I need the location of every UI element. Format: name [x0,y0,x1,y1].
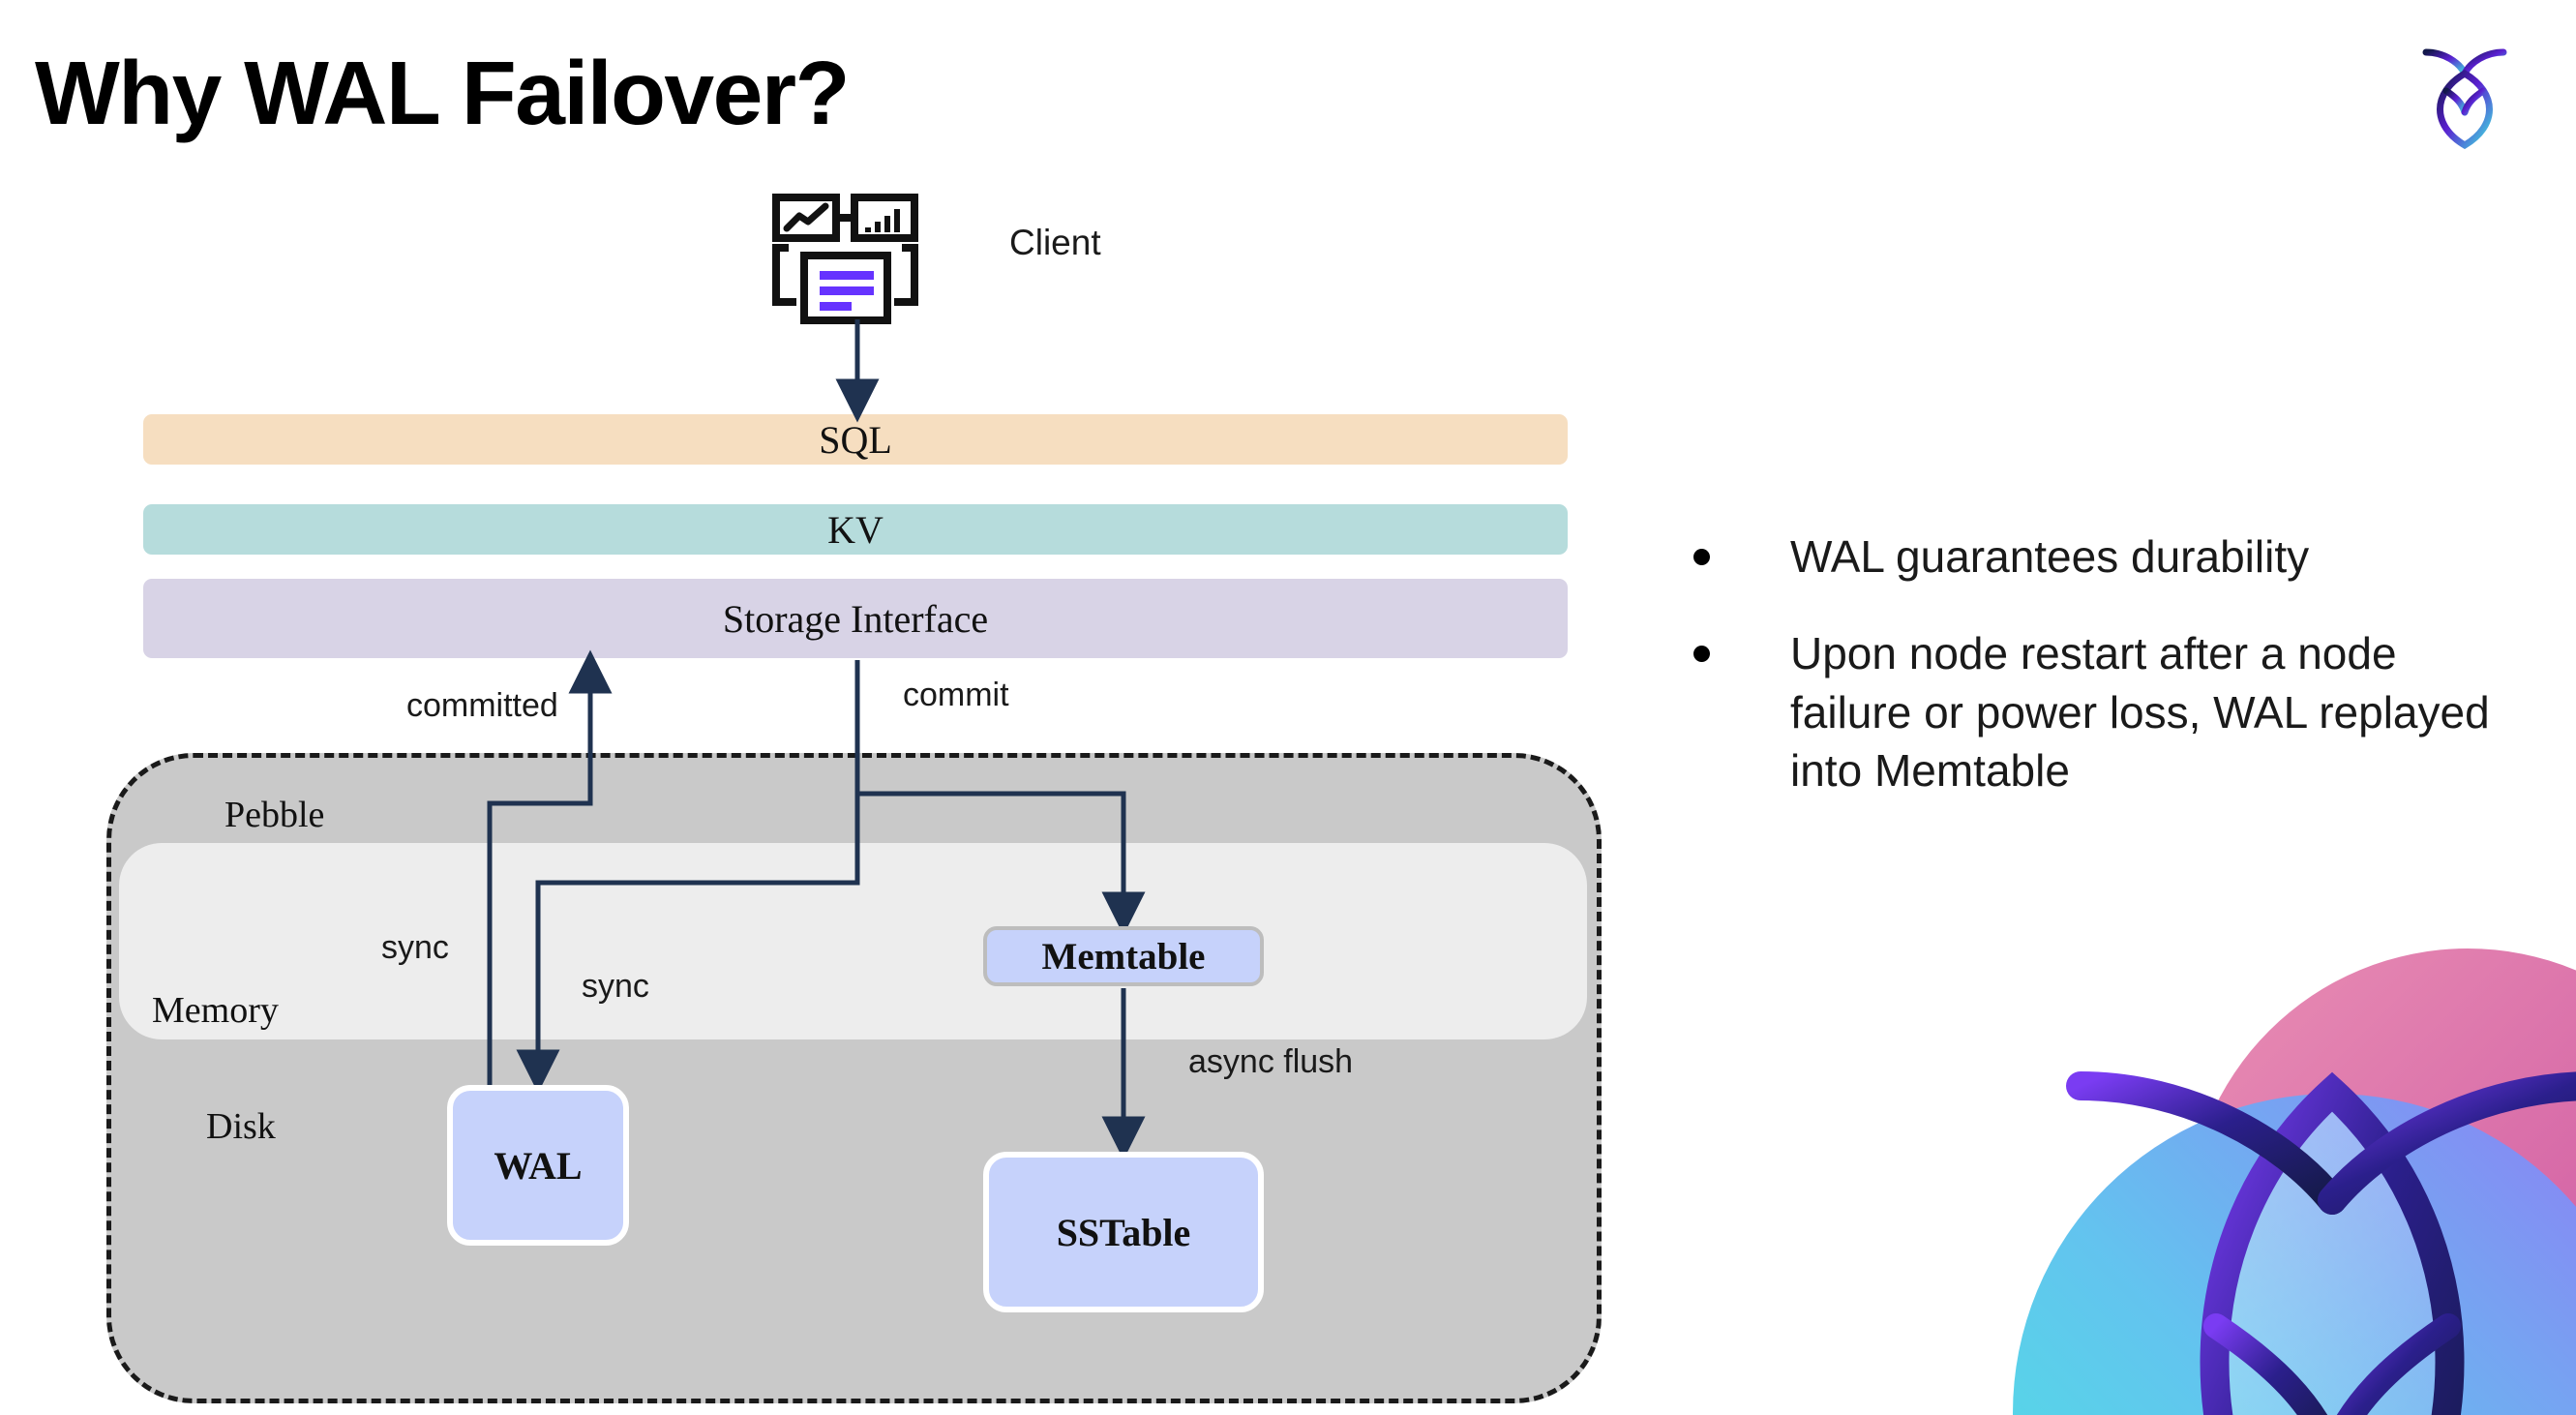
layer-bar-storage-interface: Storage Interface [143,579,1568,658]
node-label-memtable: Memtable [1041,935,1206,978]
edge-label-commit: commit [903,677,1009,713]
decorative-corner-artwork [2013,948,2576,1415]
page-title: Why WAL Failover? [35,43,850,143]
edge-label-async-flush: async flush [1188,1043,1354,1080]
layer-label-storage-interface: Storage Interface [722,596,989,641]
node-wal: WAL [447,1085,629,1246]
cockroachdb-logo-icon [2422,48,2507,149]
pebble-label: Pebble [225,795,325,835]
disk-label: Disk [206,1106,276,1147]
bullet-dot-icon [1693,646,1710,663]
list-item: Upon node restart after a node failure o… [1693,624,2516,799]
edge-label-sync-2: sync [582,968,649,1005]
node-label-wal: WAL [494,1143,583,1188]
edge-label-committed: committed [406,687,558,724]
node-label-sstable: SSTable [1056,1210,1191,1254]
layer-label-sql: SQL [819,417,892,462]
memory-region [119,843,1587,1039]
bullet-text: WAL guarantees durability [1790,531,2310,582]
bullet-text: Upon node restart after a node failure o… [1790,628,2490,796]
list-item: WAL guarantees durability [1693,527,2516,586]
client-dashboard-icon [772,194,918,324]
client-label: Client [1009,223,1101,262]
edge-label-sync-1: sync [381,929,449,966]
bullet-dot-icon [1693,549,1710,565]
node-memtable: Memtable [983,926,1264,986]
memory-label: Memory [152,990,279,1031]
layer-label-kv: KV [827,507,884,552]
node-sstable: SSTable [983,1152,1264,1312]
layer-bar-sql: SQL [143,414,1568,465]
layer-bar-kv: KV [143,504,1568,555]
bullet-list: WAL guarantees durability Upon node rest… [1693,527,2516,838]
